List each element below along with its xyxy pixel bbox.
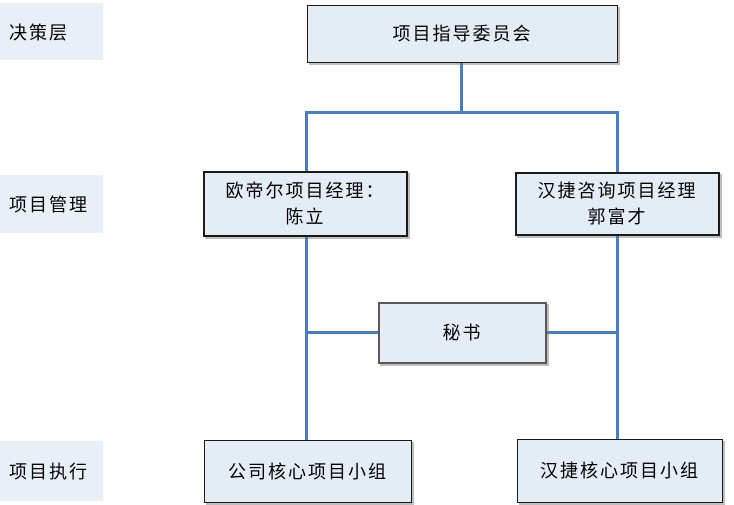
row-label-project-management: 项目管理 <box>0 175 103 233</box>
node-label: 公司核心项目小组 <box>228 461 388 482</box>
row-label-text: 项目管理 <box>9 195 89 215</box>
connector-right-branch-down <box>616 111 619 174</box>
row-label-project-execution: 项目执行 <box>0 441 103 501</box>
node-manager-right: 汉捷咨询项目经理 郭富才 <box>515 172 720 236</box>
row-label-text: 项目执行 <box>9 462 89 482</box>
connector-steering-down <box>460 63 463 113</box>
node-manager-left: 欧帝尔项目经理： 陈立 <box>203 171 408 237</box>
node-label: 汉捷核心项目小组 <box>540 461 700 481</box>
row-label-text: 决策层 <box>9 22 69 43</box>
node-company-core-team: 公司核心项目小组 <box>204 440 412 503</box>
row-label-decision-layer: 决策层 <box>0 3 103 60</box>
connector-secretary-left <box>306 331 378 334</box>
node-label-line2: 陈立 <box>285 207 326 227</box>
node-label-line1: 汉捷咨询项目经理 <box>537 181 698 201</box>
node-steering-committee: 项目指导委员会 <box>307 5 618 63</box>
connector-secretary-right <box>547 331 618 334</box>
node-label-line1: 欧帝尔项目经理： <box>225 181 386 201</box>
node-label: 秘书 <box>442 323 483 343</box>
node-secretary: 秘书 <box>378 302 547 364</box>
node-label-line2: 郭富才 <box>587 207 648 227</box>
connector-left-branch-down <box>305 111 308 173</box>
node-hanjie-core-team: 汉捷核心项目小组 <box>517 439 723 503</box>
node-label: 项目指导委员会 <box>392 24 533 44</box>
connector-branch-horizontal <box>305 111 619 114</box>
connector-right-manager-to-team <box>616 234 619 441</box>
connector-left-manager-to-team <box>305 235 308 442</box>
